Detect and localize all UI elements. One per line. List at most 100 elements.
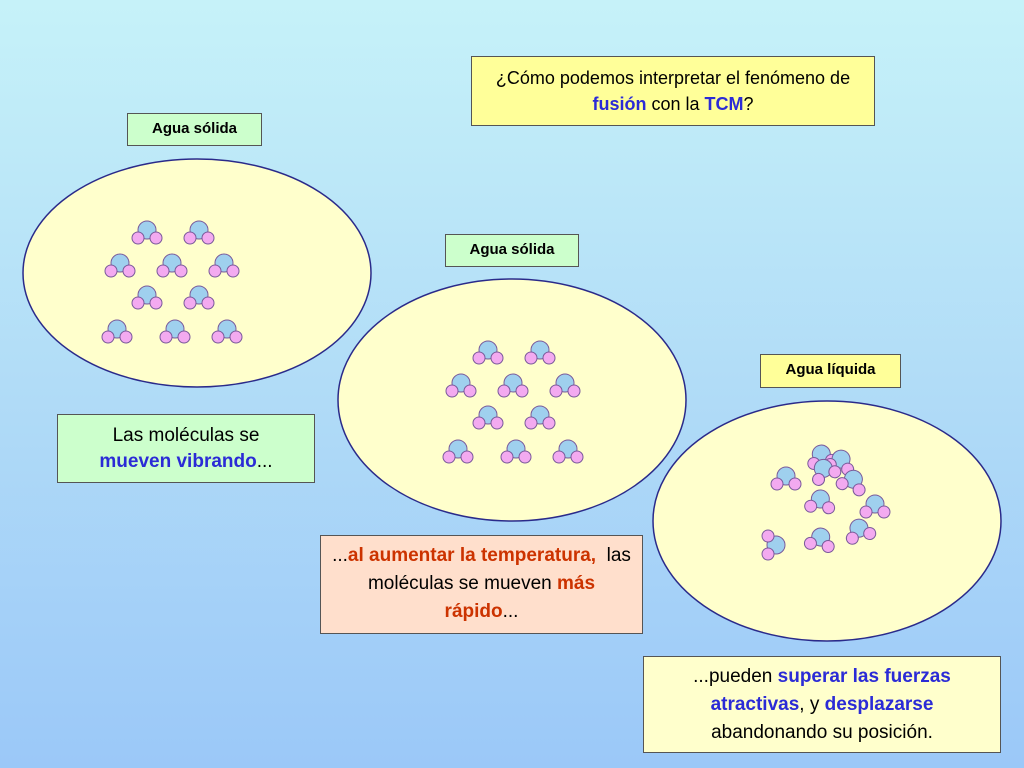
hydrogen-atom: [445, 384, 459, 398]
question-fusion: fusión: [592, 94, 647, 114]
water-molecule: [472, 340, 504, 365]
hydrogen-atom: [803, 536, 817, 550]
water-molecule: [183, 285, 215, 310]
hydrogen-atom: [524, 351, 538, 365]
water-molecule: [472, 405, 504, 430]
hydrogen-atom: [201, 296, 215, 310]
question-text-2: con la: [646, 94, 705, 114]
hydrogen-atom: [156, 264, 170, 278]
hydrogen-atom: [518, 450, 532, 464]
water-molecule: [761, 529, 786, 561]
hydrogen-atom: [515, 384, 529, 398]
caption2-text: las moléculas se mueven: [367, 545, 637, 594]
hydrogen-atom: [852, 483, 866, 497]
stage-label-2: Agua sólida: [445, 234, 579, 267]
oxygen-atom: [813, 458, 833, 478]
water-molecule: [804, 489, 836, 515]
water-molecule: [156, 253, 188, 278]
hydrogen-atom: [229, 330, 243, 344]
hydrogen-atom: [863, 527, 877, 541]
hydrogen-atom: [835, 477, 849, 491]
question-box: ¿Cómo podemos interpretar el fenómeno de…: [471, 56, 875, 126]
stage-label-3: Agua líquida: [760, 354, 901, 388]
water-molecule: [770, 466, 802, 491]
water-molecule: [549, 373, 581, 398]
caption-overcome-forces: ...pueden superar las fuerzas atractivas…: [643, 656, 1001, 753]
hydrogen-atom: [226, 264, 240, 278]
hydrogen-atom: [149, 231, 163, 245]
water-molecule: [552, 439, 584, 464]
hydrogen-atom: [524, 416, 538, 430]
hydrogen-atom: [211, 330, 225, 344]
hydrogen-atom: [177, 330, 191, 344]
water-molecule: [859, 494, 891, 519]
hydrogen-atom: [460, 450, 474, 464]
water-molecule: [101, 319, 133, 344]
hydrogen-atom: [119, 330, 133, 344]
caption-temperature: ...al aumentar la temperatura, las moléc…: [320, 535, 643, 634]
hydrogen-atom: [770, 477, 784, 491]
hydrogen-atom: [101, 330, 115, 344]
water-molecule: [445, 373, 477, 398]
water-molecule: [208, 253, 240, 278]
stage-label-1: Agua sólida: [127, 113, 262, 146]
hydrogen-atom: [497, 384, 511, 398]
stage-ellipse-2: [337, 278, 687, 522]
hydrogen-atom: [549, 384, 563, 398]
caption1-emphasis: mueven vibrando: [99, 451, 257, 472]
caption1-text: Las moléculas se: [112, 425, 260, 446]
question-tcm: TCM: [704, 94, 744, 114]
water-molecule: [835, 469, 866, 497]
caption-vibrate: Las moléculas se mueven vibrando...: [57, 414, 315, 483]
hydrogen-atom: [183, 296, 197, 310]
hydrogen-atom: [500, 450, 514, 464]
hydrogen-atom: [174, 264, 188, 278]
water-molecule: [211, 319, 243, 344]
question-text-1: ¿Cómo podemos interpretar el fenómeno de: [495, 68, 851, 88]
hydrogen-atom: [490, 416, 504, 430]
caption3-emphasis-move: desplazarse: [824, 694, 934, 715]
hydrogen-atom: [761, 547, 775, 561]
water-molecule: [497, 373, 529, 398]
caption3-text2: , y: [799, 694, 825, 715]
stage-ellipse-1: [22, 158, 372, 388]
hydrogen-atom: [542, 351, 556, 365]
water-molecule: [442, 439, 474, 464]
hydrogen-atom: [208, 264, 222, 278]
water-molecule: [183, 220, 215, 245]
water-molecule: [524, 405, 556, 430]
hydrogen-atom: [567, 384, 581, 398]
hydrogen-atom: [859, 505, 873, 519]
caption2-emphasis-faster: más rápido: [444, 573, 596, 622]
hydrogen-atom: [472, 351, 486, 365]
hydrogen-atom: [122, 264, 136, 278]
hydrogen-atom: [821, 540, 835, 554]
hydrogen-atom: [104, 264, 118, 278]
water-molecule: [812, 458, 842, 486]
hydrogen-atom: [183, 231, 197, 245]
hydrogen-atom: [828, 465, 842, 479]
caption2-emphasis-temperature: al aumentar la temperatura,: [347, 545, 597, 566]
hydrogen-atom: [472, 416, 486, 430]
hydrogen-atom: [490, 351, 504, 365]
caption1-ellipsis: ...: [256, 451, 273, 472]
caption3-emphasis-forces: superar las fuerzas atractivas: [710, 666, 951, 715]
hydrogen-atom: [761, 529, 775, 543]
water-molecule: [104, 253, 136, 278]
stage-ellipse-3: [652, 400, 1002, 642]
question-text-3: ?: [743, 94, 754, 114]
water-molecule: [500, 439, 532, 464]
water-molecule: [803, 527, 835, 554]
hydrogen-atom: [552, 450, 566, 464]
caption2-lead: ...: [332, 545, 348, 566]
hydrogen-atom: [822, 501, 836, 515]
hydrogen-atom: [149, 296, 163, 310]
hydrogen-atom: [131, 296, 145, 310]
hydrogen-atom: [570, 450, 584, 464]
hydrogen-atom: [442, 450, 456, 464]
hydrogen-atom: [788, 477, 802, 491]
caption3-text1: ...pueden: [693, 666, 778, 687]
water-molecule: [159, 319, 191, 344]
water-molecule: [845, 518, 877, 545]
hydrogen-atom: [159, 330, 173, 344]
